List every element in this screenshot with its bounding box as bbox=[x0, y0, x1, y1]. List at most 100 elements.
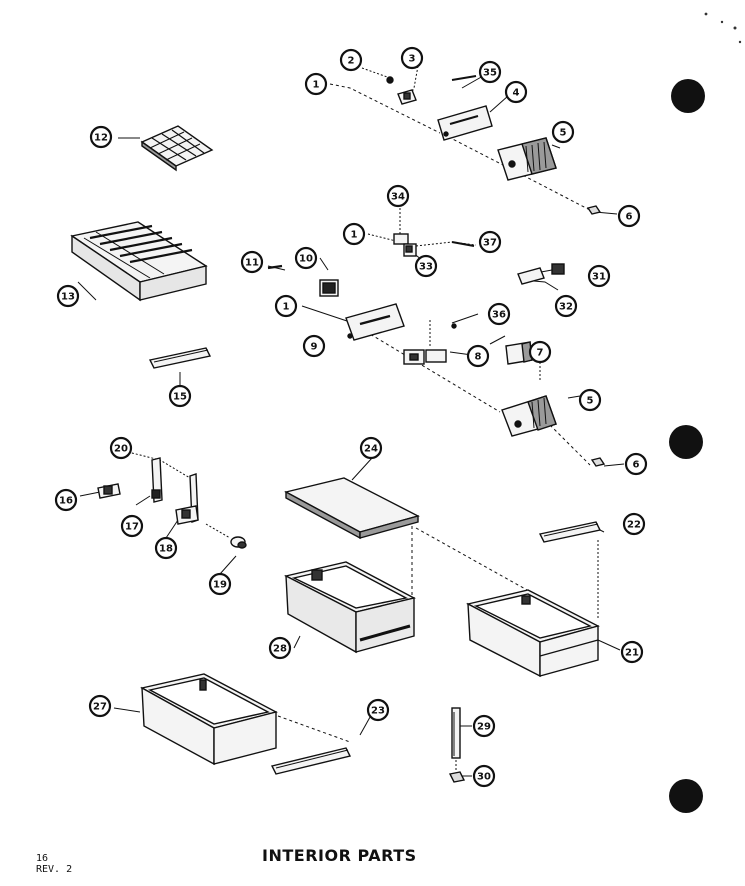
callout-number: 34 bbox=[391, 192, 405, 203]
callout-number: 27 bbox=[93, 702, 107, 713]
callout-number: 1 bbox=[351, 230, 358, 241]
rail-part bbox=[148, 347, 212, 369]
callout-31: 31 bbox=[587, 264, 611, 288]
mounting-plate-part bbox=[345, 303, 405, 341]
callout-30: 30 bbox=[472, 764, 496, 788]
callout-8: 8 bbox=[466, 344, 490, 368]
callout-number: 13 bbox=[61, 292, 75, 303]
callout-number: 30 bbox=[477, 772, 491, 783]
callout-number: 33 bbox=[419, 262, 433, 273]
page-number-block: 16 REV. 2 bbox=[36, 853, 72, 875]
callout-24: 24 bbox=[359, 436, 383, 460]
callout-13: 13 bbox=[56, 284, 80, 308]
socket-part bbox=[319, 279, 339, 297]
callout-number: 9 bbox=[311, 342, 318, 353]
screw-part bbox=[386, 76, 394, 84]
callout-16: 16 bbox=[54, 488, 78, 512]
control-housing-part-lower bbox=[501, 395, 557, 437]
control-housing-part bbox=[497, 137, 557, 181]
callout-11: 11 bbox=[240, 250, 264, 274]
callout-number: 3 bbox=[409, 54, 416, 65]
clip-part-lower bbox=[175, 505, 199, 525]
callout-37: 37 bbox=[478, 230, 502, 254]
callout-1: 1 bbox=[342, 222, 366, 246]
callout-number: 1 bbox=[283, 302, 290, 313]
screw-part-36 bbox=[451, 323, 457, 329]
connector-part bbox=[517, 263, 565, 285]
callout-number: 15 bbox=[173, 392, 187, 403]
callout-3: 3 bbox=[400, 46, 424, 70]
callout-number: 29 bbox=[477, 722, 491, 733]
callout-35: 35 bbox=[478, 60, 502, 84]
callout-number: 37 bbox=[483, 238, 497, 249]
callout-number: 6 bbox=[633, 460, 640, 471]
callout-5: 5 bbox=[551, 120, 575, 144]
callout-20: 20 bbox=[109, 436, 133, 460]
wire-part-lower bbox=[451, 241, 475, 247]
callout-1: 1 bbox=[304, 72, 328, 96]
cover-part bbox=[505, 341, 533, 365]
callout-number: 23 bbox=[371, 706, 385, 717]
callout-number: 32 bbox=[559, 302, 573, 313]
callout-6: 6 bbox=[617, 204, 641, 228]
callout-number: 6 bbox=[626, 212, 633, 223]
callout-32: 32 bbox=[554, 294, 578, 318]
callout-number: 4 bbox=[513, 88, 520, 99]
page-number: 16 bbox=[36, 853, 49, 864]
thermostat-part bbox=[403, 349, 447, 365]
rail-part-bottom bbox=[270, 747, 352, 775]
callout-9: 9 bbox=[302, 334, 326, 358]
glass-shelf-part bbox=[284, 477, 420, 540]
callout-28: 28 bbox=[268, 636, 292, 660]
callout-10: 10 bbox=[294, 246, 318, 270]
binder-holes bbox=[669, 12, 742, 813]
binder-hole-middle bbox=[669, 425, 703, 459]
callout-number: 31 bbox=[592, 272, 606, 283]
callout-33: 33 bbox=[414, 254, 438, 278]
post-part bbox=[451, 707, 461, 759]
callout-number: 35 bbox=[483, 68, 497, 79]
callout-number: 5 bbox=[560, 128, 567, 139]
callout-12: 12 bbox=[89, 125, 113, 149]
callout-number: 36 bbox=[492, 310, 506, 321]
callout-29: 29 bbox=[472, 714, 496, 738]
parts bbox=[70, 75, 606, 783]
screw-part-small bbox=[267, 264, 283, 270]
wire-part bbox=[451, 75, 477, 81]
callout-19: 19 bbox=[208, 572, 232, 596]
roller-part bbox=[230, 536, 247, 549]
bracket-plate-part bbox=[437, 105, 493, 141]
cap-part bbox=[448, 771, 466, 783]
revision-label: REV. 2 bbox=[36, 864, 73, 875]
callout-number: 11 bbox=[245, 258, 259, 269]
callout-number: 21 bbox=[625, 648, 639, 659]
callout-5: 5 bbox=[578, 388, 602, 412]
callout-number: 18 bbox=[159, 544, 173, 555]
callout-number: 22 bbox=[627, 520, 641, 531]
rail-part-right bbox=[538, 521, 602, 543]
callout-21: 21 bbox=[620, 640, 644, 664]
callout-number: 5 bbox=[587, 396, 594, 407]
callout-number: 8 bbox=[475, 352, 482, 363]
callout-17: 17 bbox=[120, 514, 144, 538]
callout-number: 17 bbox=[125, 522, 139, 533]
binder-hole-top bbox=[671, 79, 705, 113]
knob-part-lower bbox=[590, 457, 606, 467]
callout-2: 2 bbox=[339, 48, 363, 72]
binder-hole-bottom bbox=[669, 779, 703, 813]
callout-36: 36 bbox=[487, 302, 511, 326]
callout-number: 1 bbox=[313, 80, 320, 91]
callout-number: 2 bbox=[348, 56, 355, 67]
callout-34: 34 bbox=[386, 184, 410, 208]
crisper-part-lower bbox=[140, 673, 278, 766]
knob-part bbox=[586, 205, 602, 215]
callout-23: 23 bbox=[366, 698, 390, 722]
crisper-part bbox=[466, 589, 600, 678]
clip-part bbox=[397, 89, 417, 105]
callout-7: 7 bbox=[528, 340, 552, 364]
callout-1: 1 bbox=[274, 294, 298, 318]
callout-number: 20 bbox=[114, 444, 128, 455]
